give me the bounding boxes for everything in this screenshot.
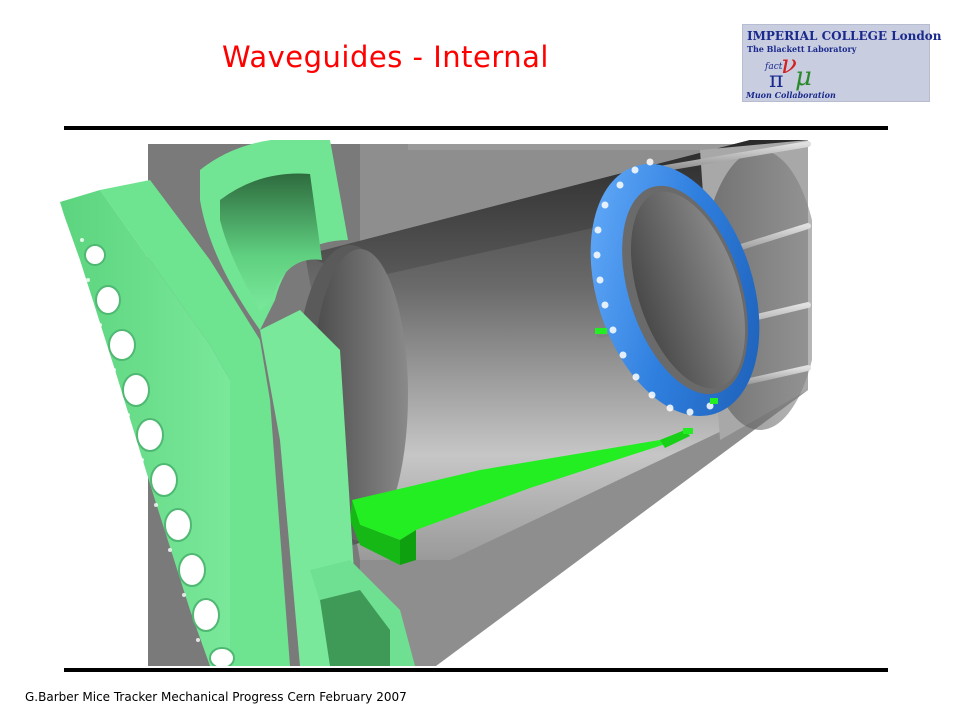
blue-ring-icon (590, 158, 760, 416)
svg-text:μ: μ (795, 62, 812, 92)
waveguide-icon (350, 328, 718, 565)
logo-line1: IMPERIAL COLLEGE London (747, 29, 942, 43)
logo-line3: Muon Collaboration (746, 90, 836, 100)
slide-title: Waveguides - Internal (222, 40, 549, 74)
logo-line2: The Blackett Laboratory (747, 44, 857, 54)
imperial-college-logo: μ π ν fact IMPERIAL COLLEGE London The B… (742, 24, 941, 102)
slide-footer: G.Barber Mice Tracker Mechanical Progres… (25, 690, 407, 704)
waveguide-cad-render (60, 140, 812, 666)
svg-text:fact: fact (764, 62, 783, 72)
fact-mu-logo-icon: μ π ν fact (764, 50, 812, 93)
green-frame-icon (60, 140, 415, 666)
bottom-divider (64, 668, 888, 672)
svg-text:π: π (769, 68, 783, 93)
top-divider (64, 126, 888, 130)
svg-text:ν: ν (781, 50, 797, 80)
